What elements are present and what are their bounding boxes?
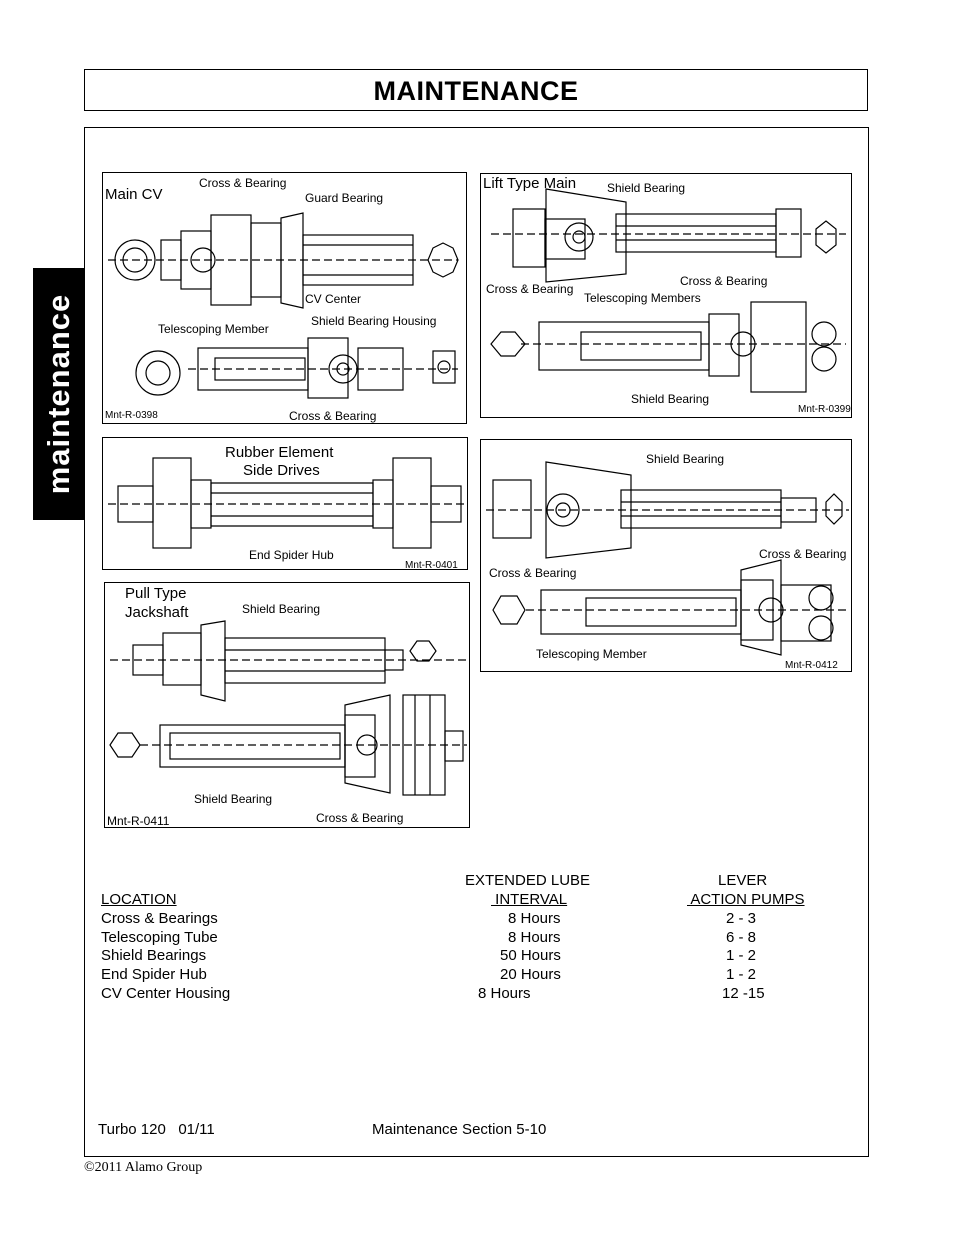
lift-type-label-shield-bearing-2: Shield Bearing — [631, 392, 710, 406]
figure-main-cv: Main CV Cross & Bearing Guard Bearing CV… — [102, 172, 467, 424]
rubber-title-1: Rubber Element — [225, 444, 334, 461]
pto-0412-drawing — [486, 461, 849, 656]
main-cv-drawing — [108, 212, 459, 399]
main-cv-label-cross-bearing-2: Cross & Bearing — [289, 409, 377, 423]
lift-type-label-shield-bearing: Shield Bearing — [607, 181, 686, 195]
table-row-interval: 8 Hours — [508, 929, 561, 946]
table-row-location: End Spider Hub — [101, 966, 207, 983]
rubber-drawing — [108, 457, 465, 549]
table-header-location: LOCATION — [101, 891, 177, 908]
main-cv-label-shield-housing: Shield Bearing Housing — [311, 314, 437, 328]
pull-type-label-shield-bearing: Shield Bearing — [242, 602, 321, 616]
pto-0412-label-cross-bearing-2: Cross & Bearing — [759, 547, 847, 561]
table-row-pumps: 6 - 8 — [726, 929, 757, 946]
table-row-location: CV Center Housing — [101, 985, 231, 1002]
side-tab: maintenance — [33, 268, 84, 520]
pto-0412-code: Mnt-R-0412 — [785, 660, 838, 671]
pto-0412-label-shield-bearing: Shield Bearing — [646, 452, 725, 466]
figure-rubber: Rubber Element Side Drives End Spider Hu… — [102, 437, 468, 570]
figure-lift-type: Lift Type Main Shield Bearing Cross & Be… — [480, 173, 852, 418]
pull-type-drawing — [109, 620, 467, 796]
lift-type-label-cross-bearing: Cross & Bearing — [486, 282, 574, 296]
pto-0412-label-cross-bearing: Cross & Bearing — [489, 566, 577, 580]
table-row-interval: 8 Hours — [508, 910, 561, 927]
side-tab-label: maintenance — [41, 293, 76, 495]
table-header-interval: INTERVAL — [491, 891, 568, 908]
figure-pull-type: Pull Type Jackshaft Shield Bearing Shiel… — [104, 582, 470, 828]
table-row-interval: 50 Hours — [500, 947, 561, 964]
rubber-code: Mnt-R-0401 — [405, 560, 458, 570]
table-row-location: Cross & Bearings — [101, 910, 218, 927]
lift-type-label-telescoping: Telescoping Members — [584, 291, 701, 305]
pull-type-title-1: Pull Type — [125, 585, 187, 602]
header-box: MAINTENANCE — [84, 69, 868, 111]
table-row-location: Shield Bearings — [101, 947, 207, 964]
main-cv-title: Main CV — [105, 186, 163, 203]
copyright: ©2011 Alamo Group — [84, 1160, 203, 1175]
table-row-interval: 8 Hours — [478, 985, 531, 1002]
lift-type-title: Lift Type Main — [483, 175, 577, 192]
rubber-label-end-spider: End Spider Hub — [249, 548, 334, 562]
table-row-location: Telescoping Tube — [101, 929, 218, 946]
main-cv-code: Mnt-R-0398 — [105, 410, 158, 421]
lift-type-label-cross-bearing-2: Cross & Bearing — [680, 274, 768, 288]
pto-0412-label-telescoping: Telescoping Member — [536, 647, 647, 661]
table-row-pumps: 12 -15 — [722, 985, 765, 1002]
pull-type-label-cross-bearing: Cross & Bearing — [316, 811, 404, 825]
content-box — [84, 127, 869, 1157]
rubber-title-2: Side Drives — [243, 462, 320, 479]
table-header-action-pumps: ACTION PUMPS — [687, 891, 805, 908]
figure-pto-0412: Shield Bearing Cross & Bearing Cross & B… — [480, 439, 852, 672]
pull-type-code: Mnt-R-0411 — [107, 814, 170, 828]
lift-type-drawing — [490, 188, 846, 393]
page-title: MAINTENANCE — [373, 76, 579, 106]
footer-section: Maintenance Section 5-10 — [372, 1121, 547, 1138]
table-header-extended-lube: EXTENDED LUBE — [465, 872, 591, 889]
table-row-interval: 20 Hours — [500, 966, 561, 983]
pull-type-label-shield-bearing-2: Shield Bearing — [194, 792, 273, 806]
main-cv-label-cv-center: CV Center — [305, 292, 362, 306]
main-cv-label-telescoping: Telescoping Member — [158, 322, 269, 336]
table-row-pumps: 2 - 3 — [726, 910, 757, 927]
footer-model: Turbo 120 01/11 — [98, 1121, 215, 1138]
pull-type-title-2: Jackshaft — [125, 604, 189, 621]
lift-type-code: Mnt-R-0399 — [798, 404, 851, 415]
table-row-pumps: 1 - 2 — [726, 966, 757, 983]
table-row-pumps: 1 - 2 — [726, 947, 757, 964]
table-header-lever: LEVER — [718, 872, 768, 889]
main-cv-label-cross-bearing: Cross & Bearing — [199, 176, 287, 190]
main-cv-label-guard-bearing: Guard Bearing — [305, 191, 384, 205]
